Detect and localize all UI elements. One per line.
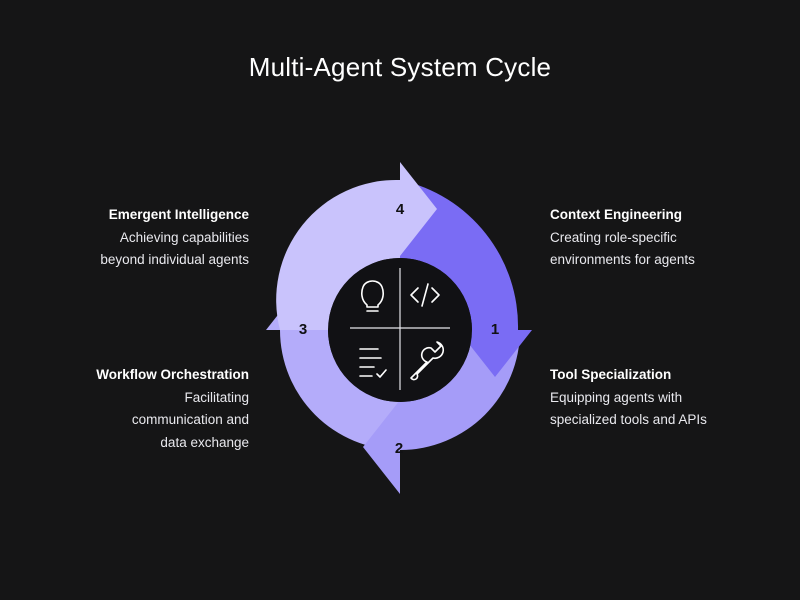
- code-icon: [410, 283, 440, 307]
- step-number-3: 3: [299, 321, 307, 338]
- step-4-text: Emergent Intelligence Achieving capabili…: [9, 204, 249, 272]
- cycle-segment-2: [363, 330, 520, 494]
- lightbulb-icon: [361, 280, 384, 312]
- wrench-icon: [410, 341, 445, 381]
- step-1-description: Creating role-specific environments for …: [550, 229, 695, 268]
- checklist-icon: [359, 348, 387, 378]
- step-1-title: Context Engineering: [550, 207, 683, 222]
- step-2-text: Tool Specialization Equipping agents wit…: [550, 364, 790, 432]
- step-4-title: Emergent Intelligence: [108, 207, 249, 222]
- step-3-text: Workflow Orchestration Facilitating comm…: [9, 364, 249, 454]
- step-number-4: 4: [396, 201, 405, 218]
- step-2-title: Tool Specialization: [550, 367, 672, 382]
- step-4-description: Achieving capabilities beyond individual…: [100, 229, 249, 268]
- cycle-segment-1: [400, 180, 532, 377]
- step-1-text: Context Engineering Creating role-specif…: [550, 204, 790, 272]
- step-3-description: Facilitating communication and data exch…: [131, 389, 249, 450]
- step-3-title: Workflow Orchestration: [96, 367, 249, 382]
- step-2-description: Equipping agents with specialized tools …: [550, 389, 707, 428]
- step-number-1: 1: [491, 321, 499, 338]
- cycle-segment-4: [276, 162, 437, 330]
- step-number-2: 2: [395, 440, 403, 457]
- page-title: Multi-Agent System Cycle: [248, 52, 552, 82]
